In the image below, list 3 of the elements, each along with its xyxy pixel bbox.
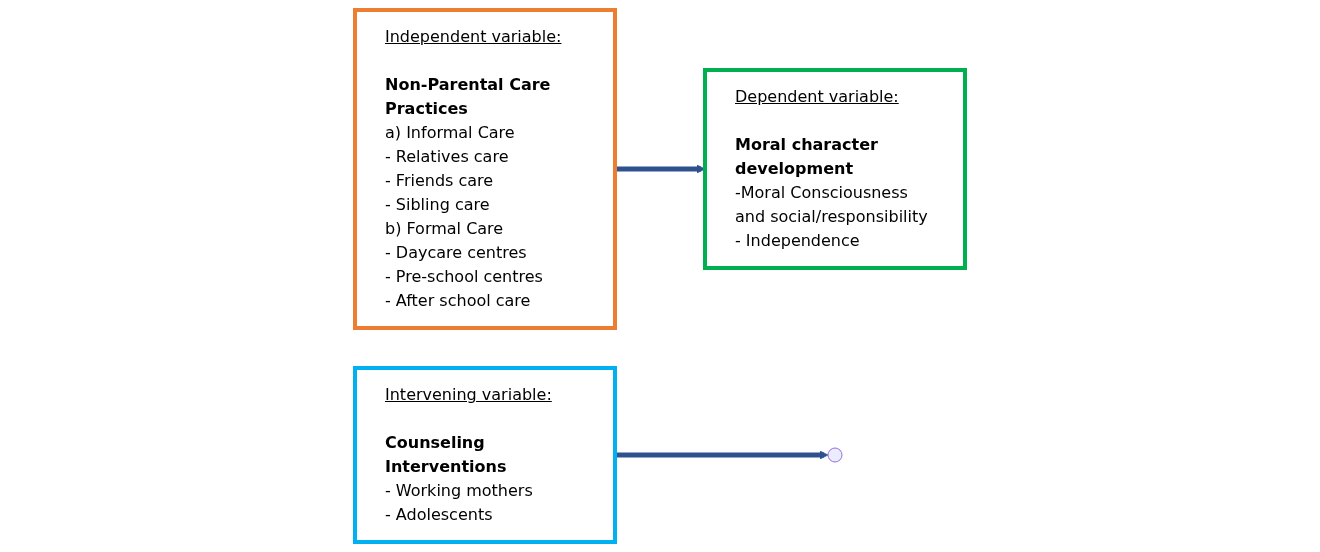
variable-box: Independent variable: Non-Parental Care Practices a) Informal Care - Relatives care - Friends care - Sibling care b) Formal Care - Daycare centres - Pre-school centres - After school care <box>353 8 617 330</box>
variable-box: Dependent variable: Moral character development -Moral Consciousness and social/responsibility - Independence <box>703 68 967 270</box>
variable-box: Intervening variable: Counseling Interventions - Working mothers - Adolescents <box>353 366 617 544</box>
